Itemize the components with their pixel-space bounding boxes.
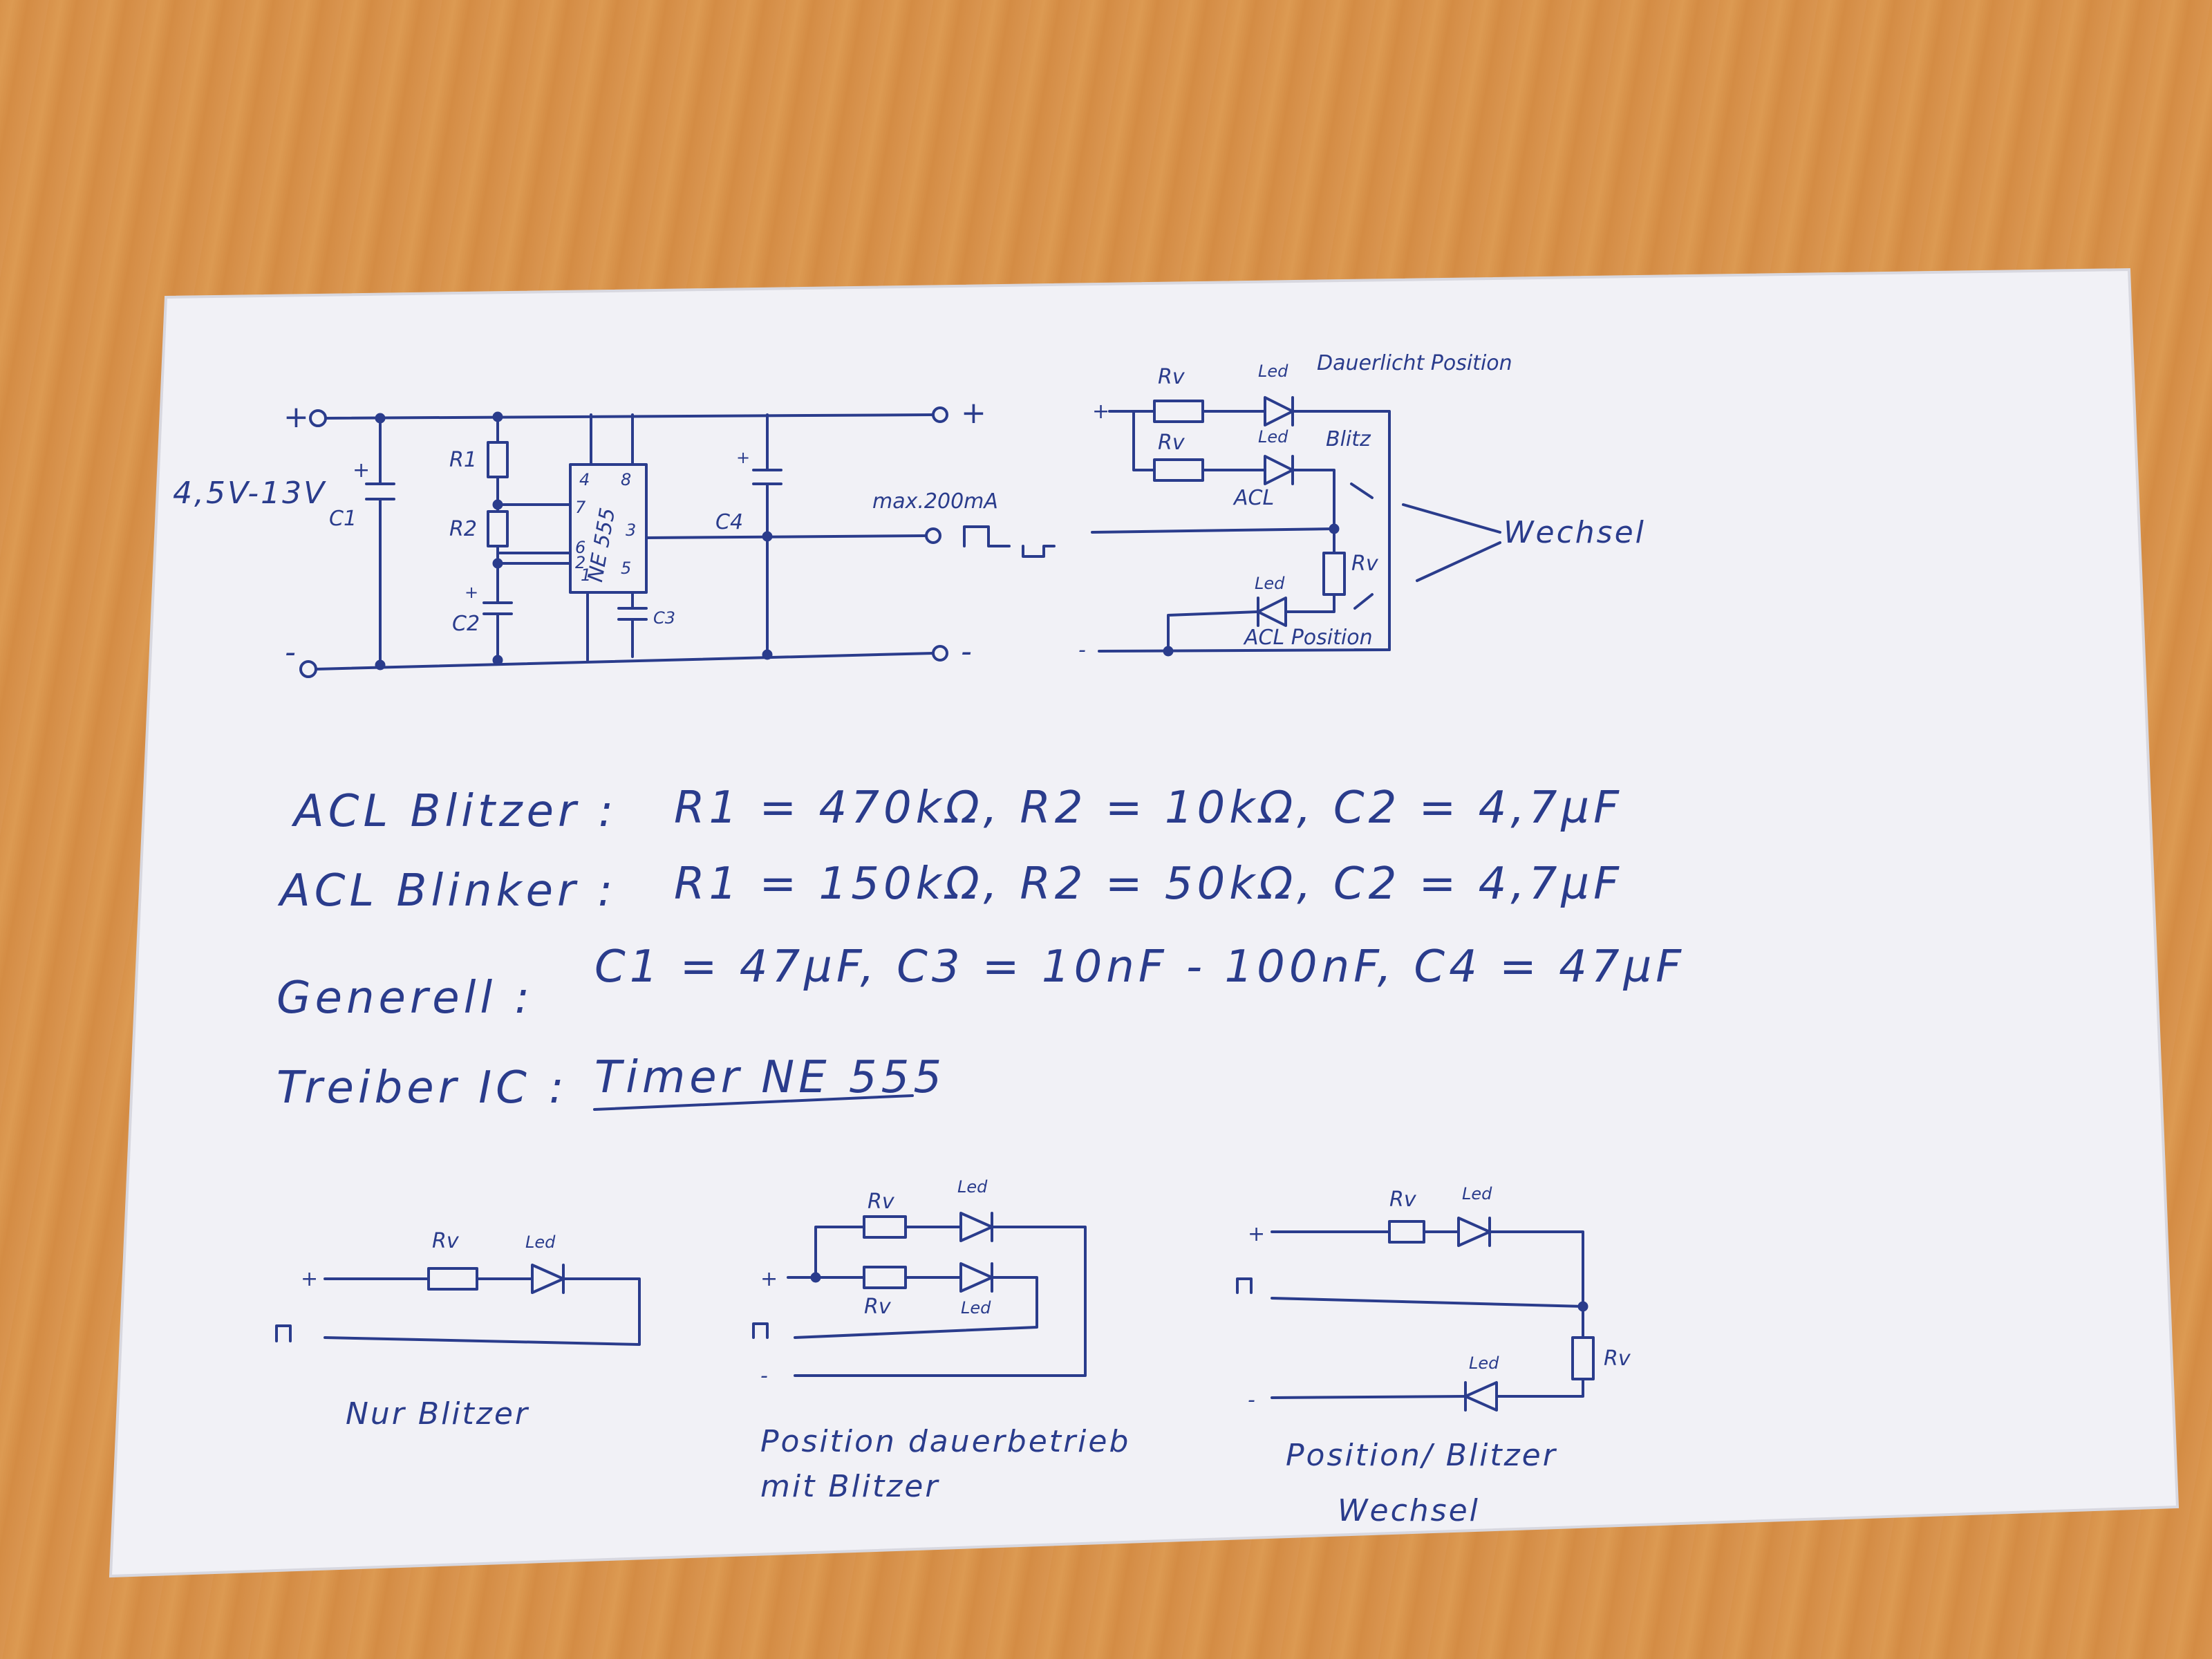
c4-capacitor-icon <box>752 413 782 656</box>
ne555-ic-icon <box>569 463 648 594</box>
note4-value: Timer NE 555 <box>594 1052 946 1103</box>
wd-minus-label: - <box>1078 638 1086 662</box>
positive-rail <box>324 413 935 420</box>
d1-rv-label: Rv <box>432 1229 460 1253</box>
wechsel-led-diagram: + Rv Led Dauerlicht Position Rv Led Blit… <box>1078 351 1646 662</box>
d2-rv-top-label: Rv <box>868 1190 895 1214</box>
note4-underline <box>593 1094 914 1111</box>
c3-label: C3 <box>653 608 675 628</box>
pin5-label: 5 <box>621 559 631 578</box>
acl-position-label: ACL Position <box>1243 626 1373 650</box>
paper-sheet <box>109 268 2180 1578</box>
pin4-label: 4 <box>579 470 590 489</box>
blitz-label: Blitz <box>1326 427 1371 451</box>
c2-label: C2 <box>452 612 480 636</box>
note2-values: R1 = 150kΩ, R2 = 50kΩ, C2 = 4,7µF <box>674 859 1623 910</box>
note1-values: R1 = 470kΩ, R2 = 10kΩ, C2 = 4,7µF <box>674 782 1623 834</box>
supply-range-label: 4,5V-13V <box>173 476 326 511</box>
d3-led-top-label: Led <box>1462 1184 1492 1203</box>
note2-label: ACL Blinker : <box>277 865 617 917</box>
d3-caption-line1: Position/ Blitzer <box>1286 1438 1557 1473</box>
pin6-label: 6 <box>575 538 585 557</box>
c1-plus-sign: + <box>353 458 370 482</box>
wd-rv2-label: Rv <box>1158 431 1185 455</box>
d2-minus-label: - <box>760 1364 768 1388</box>
c1-label: C1 <box>329 507 357 531</box>
note4-label: Treiber IC : <box>276 1062 568 1114</box>
d2-caption-line2: mit Blitzer <box>760 1469 939 1504</box>
out-minus-label: - <box>961 634 974 669</box>
d2-led-top-label: Led <box>957 1177 988 1197</box>
wd-led2-label: Led <box>1258 427 1288 447</box>
d3-pulse-icon <box>1236 1277 1253 1294</box>
diagram-nur-blitzer: + Rv Led Nur Blitzer <box>275 1229 641 1432</box>
d2-rv-bottom-label: Rv <box>864 1295 892 1319</box>
d2-caption-line1: Position dauerbetrieb <box>760 1424 1130 1459</box>
c4-plus-sign: + <box>736 448 750 467</box>
note3-label: Generell : <box>276 973 534 1024</box>
c1-capacitor-icon <box>365 417 395 666</box>
d1-pulse-icon <box>275 1324 292 1342</box>
d2-plus-label: + <box>760 1267 778 1291</box>
r2-label: R2 <box>449 517 477 541</box>
pin8-label: 8 <box>621 470 631 489</box>
d3-caption-line2: Wechsel <box>1338 1493 1480 1528</box>
square-wave-icon <box>963 525 1056 558</box>
wd-rv1-label: Rv <box>1158 365 1185 389</box>
wd-arrows-icon <box>1350 482 1374 610</box>
out-plus-terminal-icon <box>932 406 948 423</box>
supply-minus-label: - <box>285 635 298 670</box>
output-line <box>645 534 928 539</box>
pin2-label: 2 <box>575 553 585 572</box>
diagram-position-dauerbetrieb: Rv Led + Rv Led - Position dauerbetrieb … <box>752 1177 1130 1504</box>
d3-plus-label: + <box>1248 1222 1265 1246</box>
c4-label: C4 <box>715 510 743 534</box>
c2-capacitor-icon <box>482 593 513 662</box>
d3-rv-side-label: Rv <box>1604 1347 1631 1371</box>
d3-led-bottom-label: Led <box>1469 1353 1499 1373</box>
wd-pulse-line <box>1091 527 1335 534</box>
wd-led3-label: Led <box>1255 574 1285 593</box>
supply-plus-label: + <box>283 400 311 435</box>
pin1-label: 1 <box>581 565 591 585</box>
junction-dot <box>375 413 386 424</box>
d1-caption: Nur Blitzer <box>346 1396 529 1432</box>
wd-rv3-label: Rv <box>1351 552 1379 576</box>
d1-led-label: Led <box>525 1232 556 1252</box>
d3-minus-label: - <box>1248 1388 1255 1412</box>
out-minus-terminal-icon <box>932 645 948 662</box>
acl-label: ACL <box>1232 486 1274 510</box>
out-plus-label: + <box>961 395 988 431</box>
wd-led1-label: Led <box>1258 362 1288 381</box>
pin7-label: 7 <box>575 498 586 517</box>
d2-pulse-icon <box>752 1322 769 1339</box>
r1-label: R1 <box>449 448 477 472</box>
pin3-label: 3 <box>626 521 636 540</box>
d1-plus-label: + <box>301 1267 318 1291</box>
note1-label: ACL Blitzer : <box>291 786 617 837</box>
wechsel-label: Wechsel <box>1503 515 1646 550</box>
note3-values: C1 = 47µF, C3 = 10nF - 100nF, C4 = 47µF <box>594 941 1685 993</box>
d2-led-bottom-label: Led <box>961 1298 991 1318</box>
wd-plus-label: + <box>1092 400 1109 424</box>
component-notes: ACL Blitzer : R1 = 470kΩ, R2 = 10kΩ, C2 … <box>276 782 1685 1114</box>
max-current-label: max.200mA <box>872 489 998 514</box>
junction-dot <box>375 659 386 671</box>
diagram-position-blitzer-wechsel: + Rv Led Rv Led - Position/ Blitzer Wech… <box>1236 1184 1631 1528</box>
d3-rv-label: Rv <box>1389 1188 1417 1212</box>
negative-rail <box>315 652 935 671</box>
c2-plus-sign: + <box>465 583 478 602</box>
dauerlicht-label: Dauerlicht Position <box>1317 351 1512 375</box>
main-555-schematic: + - 4,5V-13V + - + C1 R1 R2 + C2 NE 555 <box>173 395 1056 678</box>
